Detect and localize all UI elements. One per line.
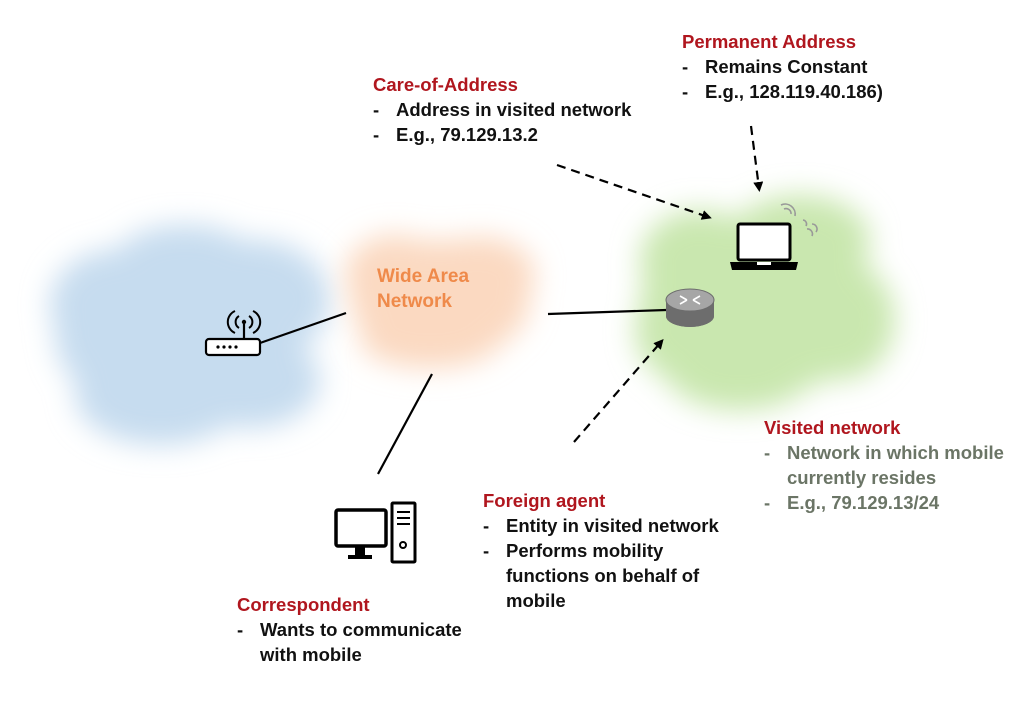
laptop-icon bbox=[730, 222, 798, 270]
home-to-wan-link bbox=[259, 311, 347, 345]
permanent-address-item: - E.g., 128.119.40.186) bbox=[682, 79, 883, 104]
care-of-address-item-text: E.g., 79.129.13.2 bbox=[396, 124, 538, 145]
foreign-agent-title: Foreign agent bbox=[483, 490, 606, 511]
care-of-address-callout: Care-of-Address - Address in visited net… bbox=[373, 72, 631, 147]
wan-to-correspondent-link bbox=[377, 373, 433, 475]
foreign-agent-callout: Foreign agent - Entity in visited networ… bbox=[483, 488, 719, 613]
wan-label-line1: Wide Area bbox=[377, 266, 470, 287]
foreign-agent-arrow bbox=[573, 338, 664, 443]
desktop-computer-icon bbox=[334, 501, 417, 564]
signal-waves-icon bbox=[780, 203, 818, 237]
wan-cloud bbox=[345, 235, 535, 368]
wan-to-foreign-agent-link bbox=[547, 308, 667, 316]
care-of-address-item-text: Address in visited network bbox=[396, 99, 632, 120]
bullet-dash: - bbox=[483, 540, 490, 561]
permanent-address-item: - Remains Constant bbox=[682, 54, 883, 79]
home-network-cloud bbox=[50, 225, 330, 445]
permanent-address-item-text: E.g., 128.119.40.186) bbox=[705, 81, 883, 102]
visited-network-item-line: Network in which mobile bbox=[787, 442, 1004, 463]
bullet-dash: - bbox=[764, 442, 771, 463]
visited-network-title: Visited network bbox=[764, 417, 901, 438]
foreign-agent-item-line: Performs mobility bbox=[506, 540, 664, 561]
correspondent-callout: Correspondent - Wants to communicate wit… bbox=[237, 592, 462, 667]
correspondent-title: Correspondent bbox=[237, 594, 370, 615]
wan-label: Wide Area Network bbox=[377, 264, 469, 314]
bullet-dash: - bbox=[682, 56, 689, 77]
permanent-address-item-text: Remains Constant bbox=[705, 56, 868, 77]
bullet-dash: - bbox=[237, 619, 244, 640]
care-of-address-title: Care-of-Address bbox=[373, 74, 518, 95]
permanent-address-title: Permanent Address bbox=[682, 31, 857, 52]
correspondent-item-text: Wants to communicate with mobile bbox=[260, 617, 462, 667]
bullet-dash: - bbox=[483, 515, 490, 536]
foreign-agent-item: - Performs mobility functions on behalf … bbox=[483, 538, 719, 613]
foreign-agent-item-text: Entity in visited network bbox=[506, 515, 719, 536]
wifi-router-icon bbox=[204, 310, 262, 357]
visited-network-cloud bbox=[635, 195, 895, 410]
correspondent-item-line: with mobile bbox=[260, 644, 362, 665]
bullet-dash: - bbox=[682, 81, 689, 102]
bullet-dash: - bbox=[373, 124, 380, 145]
visited-network-item-text: E.g., 79.129.13/24 bbox=[787, 492, 940, 513]
bullet-dash: - bbox=[764, 492, 771, 513]
permanent-address-arrow bbox=[749, 125, 764, 192]
foreign-agent-item-text: Performs mobility functions on behalf of… bbox=[506, 538, 699, 613]
correspondent-item: - Wants to communicate with mobile bbox=[237, 617, 462, 667]
bullet-dash: - bbox=[373, 99, 380, 120]
foreign-agent-item: - Entity in visited network bbox=[483, 513, 719, 538]
router-icon bbox=[665, 288, 715, 327]
visited-network-item: - E.g., 79.129.13/24 bbox=[764, 490, 1004, 515]
care-of-address-item: - E.g., 79.129.13.2 bbox=[373, 122, 631, 147]
care-of-address-arrow bbox=[556, 163, 712, 220]
permanent-address-callout: Permanent Address - Remains Constant - E… bbox=[682, 29, 883, 104]
visited-network-item: - Network in which mobile currently resi… bbox=[764, 440, 1004, 490]
visited-network-item-line: currently resides bbox=[787, 467, 937, 488]
care-of-address-item: - Address in visited network bbox=[373, 97, 631, 122]
foreign-agent-item-line: functions on behalf of bbox=[506, 565, 700, 586]
visited-network-callout: Visited network - Network in which mobil… bbox=[764, 415, 1004, 515]
foreign-agent-item-line: mobile bbox=[506, 590, 566, 611]
visited-network-item-text: Network in which mobile currently reside… bbox=[787, 440, 1004, 490]
correspondent-item-line: Wants to communicate bbox=[260, 619, 462, 640]
wan-label-line2: Network bbox=[377, 291, 452, 312]
